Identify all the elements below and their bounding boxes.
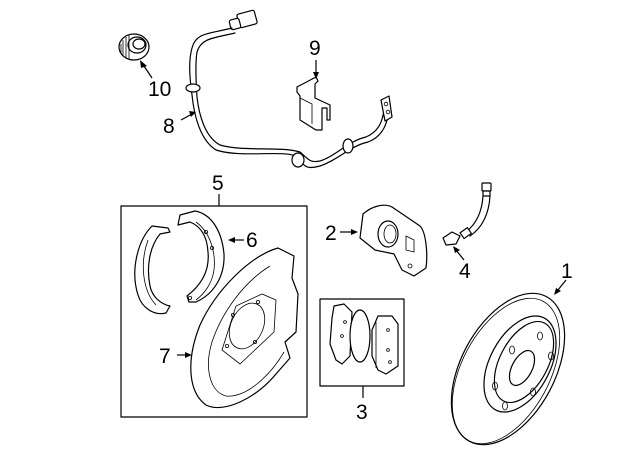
callout-8-arrow [189, 111, 196, 117]
callout-6[interactable]: 6 [246, 229, 258, 252]
callout-1-leader [557, 279, 567, 291]
abs-sensor-wire-part[interactable] [185, 9, 393, 169]
callout-8[interactable]: 8 [163, 115, 175, 138]
tone-ring-part[interactable] [118, 33, 150, 61]
callout-2-arrow [351, 229, 358, 235]
callout-6-arrow [228, 237, 235, 243]
caliper-part[interactable] [359, 204, 428, 277]
brake-pad-left[interactable] [329, 303, 371, 365]
brake-pads-box [319, 298, 405, 387]
callout-5[interactable]: 5 [212, 172, 224, 195]
callout-4[interactable]: 4 [459, 260, 471, 283]
callout-10-arrow [140, 60, 147, 68]
callout-3[interactable]: 3 [356, 401, 368, 424]
callout-10[interactable]: 10 [148, 78, 171, 101]
callout-2[interactable]: 2 [325, 222, 337, 245]
brake-rotor-part[interactable] [428, 275, 588, 464]
callout-9-arrow [313, 72, 319, 79]
backing-plate-part[interactable] [190, 247, 299, 409]
callout-4-arrow [453, 246, 460, 253]
brake-pad-right[interactable] [371, 315, 399, 375]
callout-4-leader [455, 249, 465, 261]
callout-9[interactable]: 9 [309, 37, 321, 60]
callout-1[interactable]: 1 [561, 260, 573, 283]
backing-plate-kit-box [120, 205, 308, 418]
callout-8-leader [180, 113, 193, 121]
sensor-bracket-part[interactable] [296, 76, 331, 131]
callout-7-arrow [185, 352, 192, 358]
brake-hose-part[interactable] [442, 182, 492, 246]
brake-shoe-right[interactable] [177, 210, 225, 303]
callout-1-arrow [554, 288, 561, 295]
brake-shoe-left[interactable] [134, 225, 171, 315]
callout-7[interactable]: 7 [159, 345, 171, 368]
